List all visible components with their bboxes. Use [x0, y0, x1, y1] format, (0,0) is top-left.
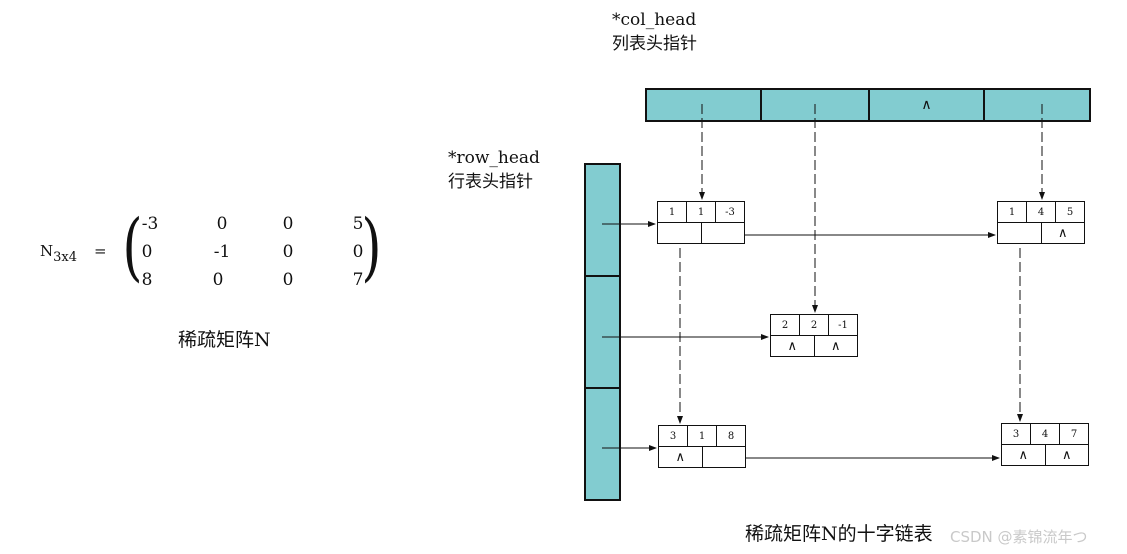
node-col: 4	[1027, 202, 1056, 222]
node-row: 2	[771, 315, 800, 335]
col-head-slot: ∧	[870, 90, 985, 120]
col-head-array: ∧	[645, 88, 1091, 122]
node-fields: 3 1 8	[659, 426, 745, 447]
node-row: 3	[1002, 424, 1031, 444]
node-value: 8	[727, 430, 735, 442]
node-down: ∧	[1002, 445, 1046, 466]
node-down: ∧	[771, 336, 815, 357]
node-right: ∧	[830, 339, 841, 354]
matrix-cell: 0	[352, 242, 364, 262]
matrix-cell: 0	[282, 270, 294, 290]
right-paren: )	[361, 204, 382, 290]
node-2-2: 2 2 -1 ∧ ∧	[770, 314, 858, 357]
node-down: ∧	[659, 447, 703, 468]
left-paren: (	[122, 204, 143, 290]
node-pointers	[658, 223, 744, 244]
watermark: CSDN @素锦流年つ	[950, 528, 1088, 546]
node-col: 1	[688, 426, 717, 446]
node-down	[658, 223, 702, 244]
matrix-cell: 0	[212, 270, 224, 290]
row-head-label-group: *row_head 行表头指针	[448, 146, 540, 194]
node-pointers: ∧ ∧	[1002, 445, 1088, 466]
matrix-cell: -3	[141, 214, 159, 234]
col-head-label: *col_head	[612, 10, 697, 30]
matrix-cell: 5	[352, 214, 364, 234]
node-right: ∧	[1061, 448, 1072, 463]
node-1-1: 1 1 -3	[657, 201, 745, 244]
diagram-caption: 稀疏矩阵N的十字链表	[745, 523, 933, 545]
matrix-cell: -1	[213, 242, 231, 262]
node-pointers: ∧	[998, 223, 1084, 244]
node-pointers: ∧	[659, 447, 745, 468]
node-1-4: 1 4 5 ∧	[997, 201, 1085, 244]
node-row: 1	[998, 202, 1027, 222]
node-fields: 2 2 -1	[771, 315, 857, 336]
matrix-letter: N	[40, 242, 54, 260]
row-head-slot	[586, 277, 619, 389]
node-pointers: ∧ ∧	[771, 336, 857, 357]
node-right: ∧	[1057, 226, 1068, 241]
node-right	[702, 223, 745, 244]
node-right	[703, 447, 746, 468]
matrix-cell: 0	[141, 242, 153, 262]
col-head-slot	[762, 90, 870, 120]
matrix-name: N3x4	[40, 242, 77, 265]
row-head-label: *row_head	[448, 148, 540, 168]
node-col: 2	[800, 315, 829, 335]
col-head-label-group: *col_head 列表头指针	[612, 8, 697, 56]
node-down	[998, 223, 1042, 244]
matrix-cell: 8	[141, 270, 153, 290]
matrix-cell: 0	[282, 242, 294, 262]
node-value: 5	[1066, 206, 1074, 218]
col-head-desc: 列表头指针	[612, 34, 697, 54]
node-value: 7	[1070, 428, 1078, 440]
matrix-cell: 0	[216, 214, 228, 234]
node-fields: 3 4 7	[1002, 424, 1088, 445]
col-head-slot	[647, 90, 762, 120]
node-col: 4	[1031, 424, 1060, 444]
node-row: 1	[658, 202, 687, 222]
matrix-dims: 3x4	[53, 250, 77, 265]
matrix-cell: 7	[352, 270, 364, 290]
node-fields: 1 4 5	[998, 202, 1084, 223]
row-head-desc: 行表头指针	[448, 172, 533, 192]
node-fields: 1 1 -3	[658, 202, 744, 223]
node-3-4: 3 4 7 ∧ ∧	[1001, 423, 1089, 466]
node-value: -1	[838, 319, 848, 331]
matrix-caption: 稀疏矩阵N	[178, 329, 271, 351]
row-head-array	[584, 163, 621, 501]
node-value: -3	[725, 206, 735, 218]
matrix-equals: =	[94, 242, 107, 260]
matrix-cell: 0	[282, 214, 294, 234]
row-head-slot	[586, 165, 619, 277]
node-col: 1	[687, 202, 716, 222]
node-row: 3	[659, 426, 688, 446]
node-3-1: 3 1 8 ∧	[658, 425, 746, 468]
